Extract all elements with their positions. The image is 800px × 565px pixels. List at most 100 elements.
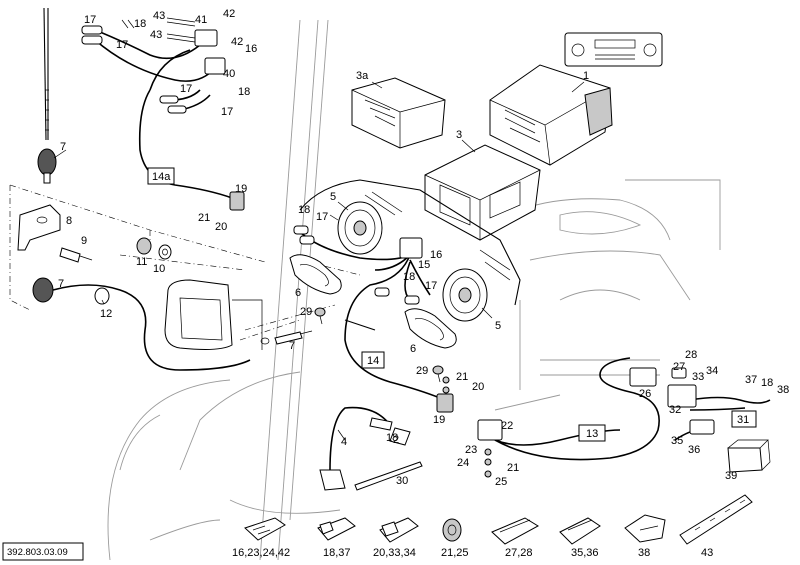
terminals-row (244, 494, 753, 545)
box-14a (147, 167, 175, 185)
callout-29-lower: 29 (416, 365, 428, 377)
label-31: 31 (737, 414, 749, 426)
callout-4: 4 (341, 436, 347, 448)
speaker-frame-lower (404, 308, 457, 349)
cable-tie-30 (354, 461, 423, 491)
screw-9 (59, 247, 93, 263)
callout-30: 30 (396, 475, 408, 487)
terminal-38 (624, 514, 666, 543)
callout-17-d: 17 (221, 106, 233, 118)
harness-14 (293, 225, 454, 413)
callout-37: 37 (745, 374, 757, 386)
callout-42-top: 42 (223, 8, 235, 20)
mounting-box-3 (424, 144, 541, 241)
callout-32: 32 (669, 404, 681, 416)
cable-4 (319, 406, 411, 491)
terminal-label-4: 21,25 (441, 547, 469, 559)
harness-31 (667, 367, 771, 441)
callout-8: 8 (66, 215, 72, 227)
box-14 (361, 351, 385, 369)
label-13: 13 (586, 428, 598, 440)
callout-18-c: 18 (298, 204, 310, 216)
callout-20-a: 20 (215, 221, 227, 233)
relay-39 (727, 439, 771, 473)
callout-18-e: 18 (761, 377, 773, 389)
terminal-18-37 (317, 517, 356, 541)
callout-1: 1 (583, 70, 589, 82)
terminal-43 (679, 494, 753, 545)
callout-43-a: 43 (153, 10, 165, 22)
leader-lines (53, 81, 585, 441)
terminal-label-1: 16,23,24,42 (232, 547, 290, 559)
callout-21-a: 21 (198, 212, 210, 224)
callout-5-upper: 5 (330, 191, 336, 203)
terminal-20-33-34 (379, 517, 419, 543)
terminal-label-2: 18,37 (323, 547, 351, 559)
speaker-lower (442, 268, 488, 322)
mirror-housing (164, 279, 263, 350)
callout-2a: 2 (393, 434, 399, 446)
antenna-bracket (17, 204, 61, 251)
terminal-label-3: 20,33,34 (373, 547, 416, 559)
terminal-strips-43 (121, 17, 196, 43)
callout-18-b: 18 (238, 86, 250, 98)
coax-plug (260, 330, 313, 345)
antenna-base (32, 277, 251, 371)
terminal-label-6: 35,36 (571, 547, 599, 559)
callout-22: 22 (501, 420, 513, 432)
callout-42-mid: 42 (231, 36, 243, 48)
callout-5-lower: 5 (495, 320, 501, 332)
callout-34: 34 (706, 365, 718, 377)
callout-27: 27 (673, 361, 685, 373)
callout-3: 3 (456, 129, 462, 141)
box-13 (578, 424, 606, 442)
callout-21-b: 21 (456, 371, 468, 383)
callout-18-a: 18 (134, 18, 146, 30)
callout-12: 12 (100, 308, 112, 320)
callout-18-f: 18 (386, 432, 398, 444)
callout-19-b: 19 (433, 414, 445, 426)
callout-19-a: 19 (235, 183, 247, 195)
label-14a: 14a (152, 171, 171, 183)
callout-9: 9 (81, 235, 87, 247)
speaker-frame-upper (289, 254, 342, 295)
callout-28: 28 (685, 349, 697, 361)
callout-17-e: 17 (316, 211, 328, 223)
callout-16-top: 16 (245, 43, 257, 55)
callout-7-base: 7 (58, 278, 64, 290)
callout-26: 26 (639, 388, 651, 400)
radio-front-panel (564, 32, 663, 67)
boxed-labels: 14a 14 13 31 (147, 167, 757, 442)
callout-11: 11 (136, 256, 147, 268)
callout-3a: 3a (356, 70, 369, 82)
antenna-mast (37, 7, 57, 184)
callout-6-upper: 6 (295, 287, 301, 299)
radio-unit (489, 64, 613, 166)
callout-39: 39 (725, 470, 737, 482)
callout-40: 40 (223, 68, 235, 80)
callout-20-b: 20 (472, 381, 484, 393)
callout-17-b: 17 (116, 39, 128, 51)
callout-10: 10 (153, 263, 165, 275)
callout-33: 33 (692, 371, 704, 383)
terminal-35-36 (559, 517, 601, 545)
callout-24: 24 (457, 457, 469, 469)
callout-29-upper: 29 (300, 306, 312, 318)
callout-41: 41 (195, 14, 207, 26)
callout-17-f: 17 (425, 280, 437, 292)
callout-17-a: 17 (84, 14, 96, 26)
callout-16-mid: 16 (430, 249, 442, 261)
label-14: 14 (367, 355, 379, 367)
small-hardware (442, 376, 492, 478)
callout-15: 15 (418, 259, 430, 271)
drawing-number-box: 392.803.03.09 (2, 542, 84, 561)
harness-13 (477, 357, 660, 461)
roof-panel (299, 179, 521, 331)
callout-labels: 1 2 3 3a 4 5 5 6 6 7 7 7 8 9 10 11 12 15… (58, 8, 789, 488)
assembly-lines (9, 184, 361, 341)
callout-7-plug: 7 (289, 340, 295, 352)
drawing-number: 392.803.03.09 (7, 547, 68, 558)
callout-17-c: 17 (180, 83, 192, 95)
cab-outline (107, 19, 721, 561)
